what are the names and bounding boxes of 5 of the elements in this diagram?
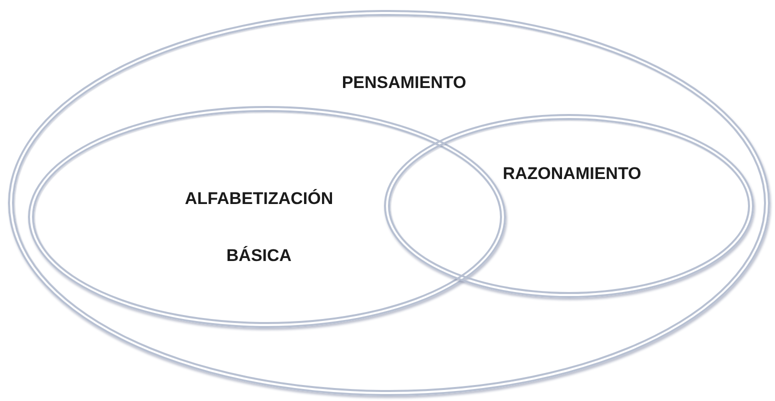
ellipse — [384, 114, 754, 298]
ellipse-label: RAZONAMIENTO — [502, 163, 642, 185]
ellipse — [8, 10, 770, 396]
ellipse-label: ALFABETIZACIÓN BÁSICA — [184, 188, 334, 267]
ellipse-label: PENSAMIENTO — [340, 72, 468, 94]
